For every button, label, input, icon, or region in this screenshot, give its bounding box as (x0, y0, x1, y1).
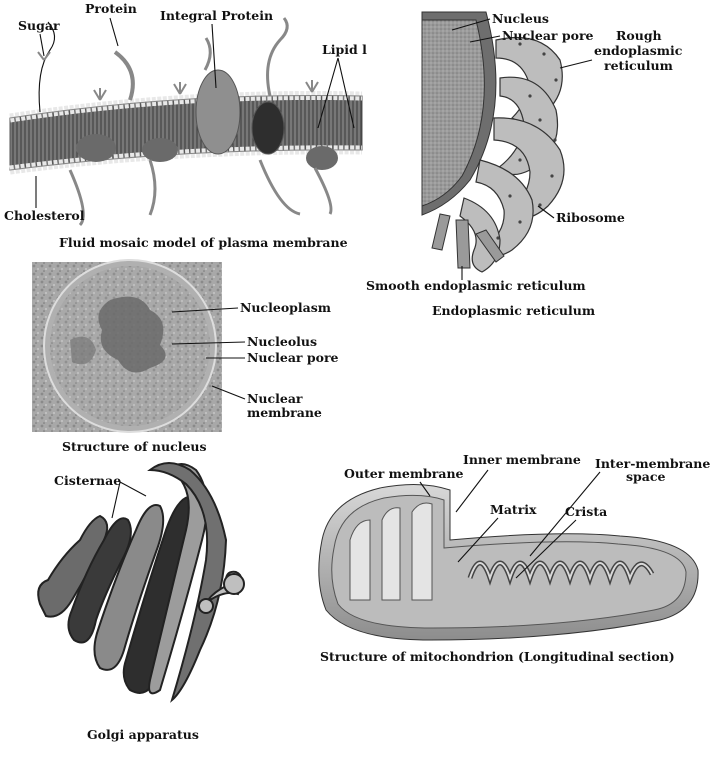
caption-plasma-membrane: Fluid mosaic model of plasma membrane (59, 235, 348, 250)
label-inter-membrane-line1: Inter-membrane (595, 456, 710, 471)
mitochondrion-figure: Outer membrane Inner membrane Inter-memb… (318, 452, 710, 664)
er-drawing (421, 11, 565, 273)
label-cisternae: Cisternae (54, 473, 121, 488)
label-cholesterol: Cholesterol (4, 208, 85, 223)
label-rough-er-line1: Rough (616, 28, 662, 43)
mitochondrion-drawing (318, 483, 699, 641)
label-rough-er-line2: endoplasmic (594, 43, 683, 58)
label-inter-membrane-line2: space (626, 469, 665, 484)
label-lipid: Lipid l (322, 42, 367, 57)
label-rough-er-line3: reticulum (604, 58, 673, 73)
caption-golgi: Golgi apparatus (87, 727, 199, 742)
label-matrix: Matrix (490, 502, 537, 517)
label-crista: Crista (565, 504, 607, 519)
label-nucleus-nuclear-pore: Nuclear pore (247, 350, 339, 365)
caption-nucleus: Structure of nucleus (62, 439, 207, 454)
label-nuclear-membrane-line2: membrane (247, 405, 322, 420)
label-nucleolus: Nucleolus (247, 334, 317, 349)
membrane-drawing (9, 17, 363, 227)
label-integral-protein: Integral Protein (160, 8, 273, 23)
label-sugar: Sugar (18, 18, 60, 33)
label-er-nucleus: Nucleus (492, 11, 549, 26)
caption-mitochondrion: Structure of mitochondrion (Longitudinal… (320, 649, 675, 664)
label-outer-membrane: Outer membrane (344, 466, 464, 481)
label-inner-membrane: Inner membrane (463, 452, 581, 467)
label-ribosome: Ribosome (556, 210, 625, 225)
golgi-drawing (37, 462, 245, 703)
golgi-figure: Cisternae Golgi apparatus (37, 462, 245, 742)
er-figure: Nucleus Nuclear pore Rough endoplasmic r… (366, 11, 683, 318)
label-smooth-er: Smooth endoplasmic reticulum (366, 278, 586, 293)
label-er-nuclear-pore: Nuclear pore (502, 28, 594, 43)
nucleus-figure: Nucleoplasm Nucleolus Nuclear pore Nucle… (32, 259, 339, 454)
plasma-membrane-figure: Sugar Protein Integral Protein Lipid l C… (4, 1, 367, 250)
label-nuclear-membrane-line1: Nuclear (247, 391, 303, 406)
nucleus-micrograph (32, 259, 222, 433)
label-protein: Protein (85, 1, 137, 16)
label-nucleoplasm: Nucleoplasm (240, 300, 331, 315)
caption-er: Endoplasmic reticulum (432, 303, 595, 318)
